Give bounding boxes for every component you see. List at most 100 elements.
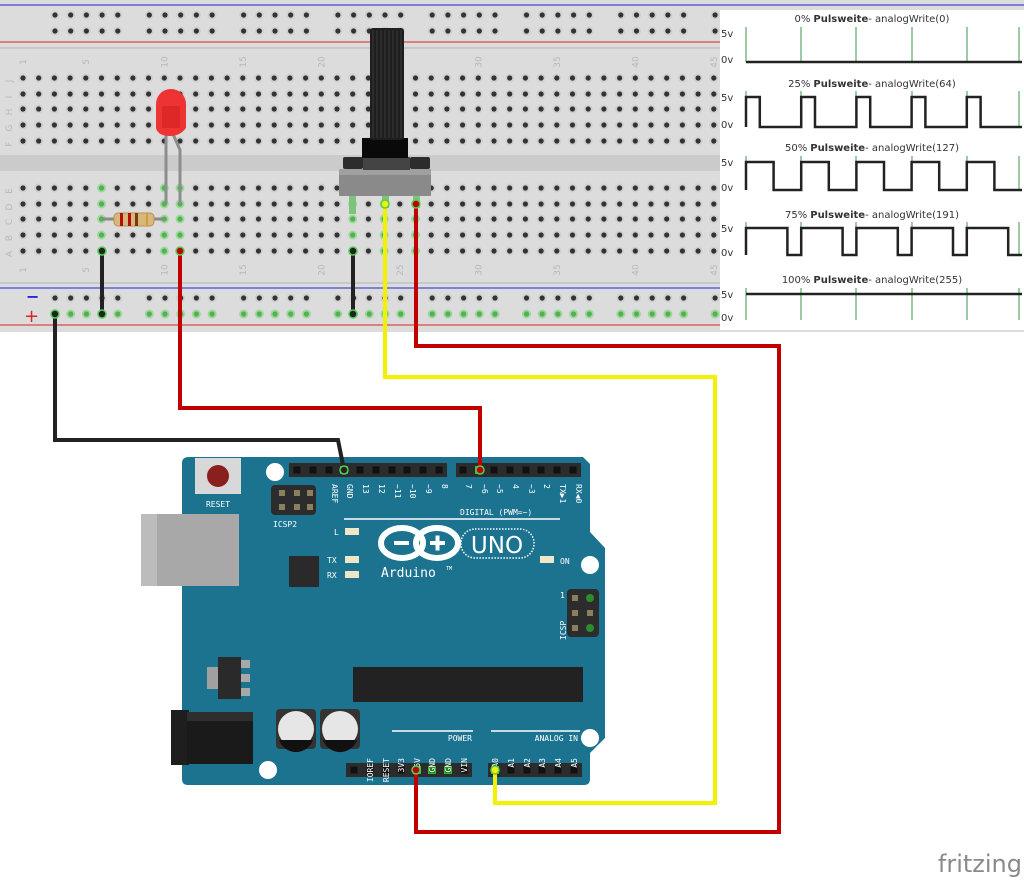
breadboard-hole-center: [569, 91, 576, 97]
breadboard-hole-center: [428, 201, 434, 207]
reset-button-cap[interactable]: [207, 465, 229, 487]
breadboard-hole-center: [287, 106, 293, 112]
wire-gnd-to-arduino[interactable]: [53, 316, 346, 471]
header-pin[interactable]: [569, 466, 577, 474]
rail-hole-center: [461, 28, 467, 34]
header-pin[interactable]: [444, 766, 452, 774]
header-pin[interactable]: [309, 466, 317, 474]
breadboard-hole-center: [20, 106, 26, 112]
resistor[interactable]: [102, 212, 165, 227]
header-pin[interactable]: [460, 766, 468, 774]
header-pin[interactable]: [325, 466, 333, 474]
header-pin[interactable]: [397, 766, 405, 774]
header-pin[interactable]: [459, 466, 467, 474]
rail-hole-center: [618, 311, 624, 317]
rail-hole-center: [178, 12, 184, 18]
wire-end: [339, 465, 349, 475]
header-pin[interactable]: [372, 466, 380, 474]
regulator-pin: [241, 674, 250, 682]
breadboard-hole-center: [460, 138, 466, 144]
rail-hole-center: [146, 12, 152, 18]
column-number: 20: [317, 56, 327, 68]
pin-label: ~3: [527, 484, 536, 494]
rail-hole-center: [193, 295, 199, 301]
rail-hole-center: [523, 295, 530, 301]
rail-hole-center: [162, 28, 168, 34]
duty-percent: 0%: [795, 14, 811, 25]
breadboard-hole-center: [538, 185, 544, 191]
header-pin[interactable]: [553, 466, 561, 474]
icsp-pin: [586, 594, 594, 602]
rail-hole-center: [649, 12, 655, 18]
mounting-hole: [259, 761, 277, 779]
wire-pot-to-a0[interactable]: [383, 204, 717, 805]
analogwrite-call: - analogWrite(0): [868, 14, 949, 25]
icsp2-header: [271, 485, 316, 515]
breadboard-hole-center: [240, 216, 246, 222]
header-pin[interactable]: [490, 466, 498, 474]
led-on-label: ON: [560, 557, 570, 566]
breadboard-hole-center: [538, 216, 544, 222]
column-number: 40: [631, 56, 641, 68]
header-pin[interactable]: [419, 466, 427, 474]
wire-led-to-pin6[interactable]: [178, 251, 482, 470]
header-pin[interactable]: [537, 466, 545, 474]
breadboard-hole-center: [601, 106, 607, 112]
header-pin[interactable]: [350, 766, 358, 774]
header-pin[interactable]: [435, 466, 443, 474]
breadboard-hole-center: [255, 201, 262, 207]
header-pin[interactable]: [523, 766, 531, 774]
breadboard-hole-center: [208, 106, 214, 112]
breadboard-hole-center: [98, 232, 105, 238]
breadboard-hole-center: [98, 91, 105, 97]
pot-shaft[interactable]: [370, 28, 404, 140]
header-pin[interactable]: [507, 766, 515, 774]
potentiometer[interactable]: [339, 28, 431, 214]
rail-hole-center: [288, 311, 294, 317]
rail-hole-center: [52, 28, 58, 34]
rail-hole-center: [571, 311, 577, 317]
header-pin[interactable]: [538, 766, 546, 774]
rail-hole-center: [555, 311, 561, 317]
header-pin[interactable]: [403, 466, 411, 474]
header-pin[interactable]: [388, 466, 396, 474]
breadboard-hole-center: [193, 122, 199, 128]
rail-hole-center: [83, 28, 89, 34]
pwm-panel-title: 100%Pulsweite- analogWrite(255): [782, 275, 962, 286]
breadboard-hole-center: [334, 232, 340, 238]
header-pin[interactable]: [570, 766, 578, 774]
header-pin[interactable]: [293, 466, 301, 474]
breadboard-hole-center: [350, 91, 356, 97]
header-pin[interactable]: [382, 766, 390, 774]
rail-hole-center: [665, 311, 671, 317]
red-led[interactable]: [156, 89, 186, 204]
breadboard-hole-center: [397, 248, 403, 254]
breadboard-hole-center: [67, 91, 73, 97]
rail-hole-center: [429, 12, 435, 18]
rail-hole-center: [586, 28, 592, 34]
breadboard-hole-center: [632, 138, 638, 144]
pwm-panel-title: 50%Pulsweite- analogWrite(127): [785, 143, 959, 154]
header-pin[interactable]: [366, 766, 374, 774]
header-pin[interactable]: [356, 466, 364, 474]
header-pin[interactable]: [554, 766, 562, 774]
header-pin[interactable]: [522, 466, 530, 474]
breadboard-hole-center: [695, 138, 701, 144]
row-letter: J: [5, 80, 15, 84]
wire-5v-to-pot[interactable]: [414, 204, 781, 834]
icsp-pin: [586, 624, 594, 632]
breadboard-hole-center: [679, 248, 686, 254]
header-pin[interactable]: [428, 766, 436, 774]
breadboard-hole-center: [601, 232, 607, 238]
breadboard-hole-center: [617, 185, 623, 191]
breadboard-hole-center: [271, 106, 277, 112]
uno-badge: [460, 528, 535, 559]
header-pin[interactable]: [506, 466, 514, 474]
breadboard-hole-center: [193, 185, 199, 191]
breadboard-hole-center: [208, 122, 214, 128]
pwm-panel-title: 0%Pulsweite- analogWrite(0): [795, 14, 950, 25]
rail-hole-center: [398, 311, 404, 317]
breadboard-hole-center: [538, 106, 544, 112]
